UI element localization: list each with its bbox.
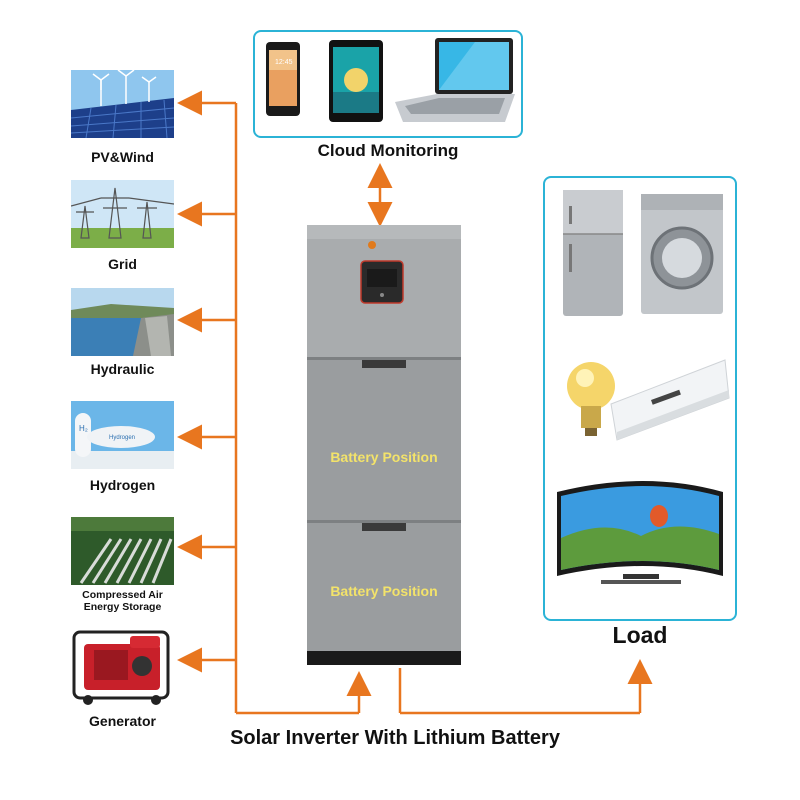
- system-title: Solar Inverter With Lithium Battery: [230, 727, 560, 749]
- svg-text:H₂: H₂: [79, 424, 88, 433]
- generator-icon: [68, 622, 176, 706]
- compressed-air-image: [71, 517, 174, 585]
- cloud-monitoring-label: Cloud Monitoring: [317, 141, 459, 160]
- air-conditioner-icon: [610, 359, 730, 441]
- washing-machine-icon: [641, 194, 723, 314]
- hydraulic-label: Hydraulic: [90, 361, 155, 377]
- phone-icon: 12:45: [266, 42, 300, 116]
- pv-wind-image: [71, 70, 174, 138]
- cloud-monitoring-box: 12:45: [253, 30, 523, 138]
- hydrogen-label: Hydrogen: [89, 477, 156, 493]
- svg-text:12:45: 12:45: [275, 59, 293, 66]
- tablet-icon: [329, 40, 383, 122]
- compressed-air-label: Compressed Air Energy Storage: [60, 589, 185, 613]
- load-box: [543, 176, 737, 621]
- brand-logo: [368, 241, 376, 249]
- battery-position-1-label: Battery Position: [330, 449, 438, 465]
- hydrogen-image: H₂ Hydrogen: [71, 401, 174, 469]
- grid-image: [71, 180, 174, 248]
- compressed-air-label-text: Compressed Air Energy Storage: [82, 589, 163, 613]
- svg-text:Hydrogen: Hydrogen: [109, 435, 135, 441]
- hydraulic-image: [71, 288, 174, 356]
- load-label: Load: [612, 622, 668, 648]
- inverter-cabinet: [307, 225, 461, 665]
- light-bulb-icon: [567, 362, 615, 436]
- grid-label: Grid: [108, 256, 137, 272]
- laptop-icon: [395, 38, 515, 122]
- inverter-display: [360, 260, 404, 304]
- tv-icon: [557, 481, 723, 584]
- fridge-icon: [563, 190, 623, 316]
- battery-position-2-label: Battery Position: [330, 583, 438, 599]
- pv-wind-label: PV&Wind: [91, 149, 154, 165]
- cabinet-base: [307, 651, 461, 665]
- generator-label: Generator: [89, 713, 156, 729]
